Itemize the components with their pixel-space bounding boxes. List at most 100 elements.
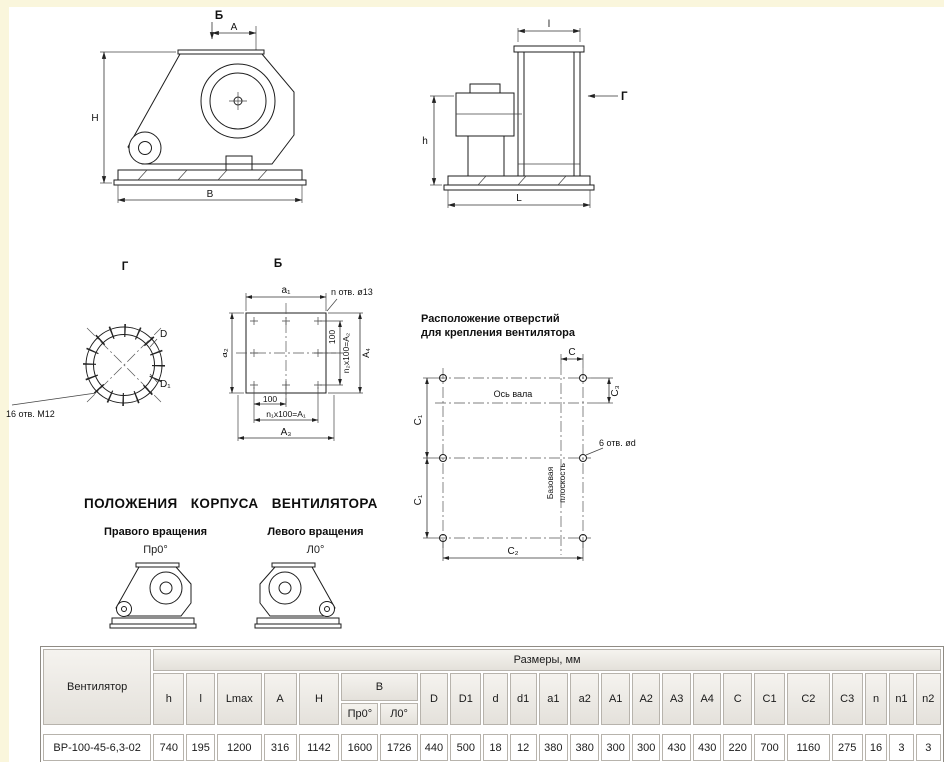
- col-header-d1cap: D1: [450, 673, 482, 725]
- col-header-n1: n1: [889, 673, 914, 725]
- col-header-v: В: [341, 673, 418, 701]
- col-header-d: D: [419, 673, 449, 725]
- value-d1small: 12: [509, 734, 537, 761]
- col-header-l: l: [186, 673, 215, 725]
- front-view-drawing: Б А Н В: [91, 10, 307, 203]
- table-spacer-row: [43, 727, 941, 732]
- value-n1: 3: [889, 734, 914, 761]
- value-n: 16: [864, 734, 888, 761]
- col-header-dsmall: d: [483, 673, 508, 725]
- col-header-n: n: [864, 673, 888, 725]
- dim-label-c1-lower: C₁: [413, 494, 424, 505]
- holes-note-d: 6 отв. ød: [599, 438, 636, 448]
- dim-label-v: В: [207, 189, 214, 200]
- base-plane-label-1: Базовая: [545, 466, 555, 499]
- mounting-holes-drawing: Расположение отверстий для крепления вен…: [413, 313, 636, 561]
- value-a1cap: 300: [601, 734, 630, 761]
- col-header-c3: C3: [831, 673, 863, 725]
- dim-label-n2x100: n₂x100=A₂: [341, 333, 351, 373]
- dim-label-h-small: h: [422, 136, 428, 147]
- col-header-a3cap: A3: [662, 673, 691, 725]
- dimensions-table: Вентилятор Размеры, мм h l Lmax A H В D …: [40, 646, 944, 762]
- mounting-holes-geometry: [423, 354, 613, 561]
- value-h: 740: [153, 734, 185, 761]
- dim-label-c: C: [568, 347, 575, 358]
- col-header-c1: C1: [753, 673, 786, 725]
- positions-right-label: Правого вращения: [103, 526, 208, 538]
- dim-label-a: А: [231, 22, 238, 33]
- positions-right-mark: Пр0°: [143, 544, 168, 556]
- front-view-geometry: [100, 22, 307, 203]
- col-header-a4cap: A4: [692, 673, 722, 725]
- view-label-b: Б: [274, 258, 282, 270]
- positions-title: ПОЛОЖЕНИЯ КОРПУСА ВЕНТИЛЯТОРА: [84, 496, 378, 511]
- dim-label-l-big: L: [516, 193, 522, 204]
- value-v-pr0: 1600: [341, 734, 379, 761]
- value-dsmall: 18: [483, 734, 508, 761]
- col-header-l0: Л0°: [380, 703, 418, 725]
- col-header-c: C: [723, 673, 752, 725]
- holes-title-line1: Расположение отверстий: [421, 313, 560, 325]
- col-header-d1small: d1: [509, 673, 537, 725]
- dim-label-n: Н: [91, 113, 98, 124]
- value-a: 316: [263, 734, 297, 761]
- base-plane-label-2: плоскость: [557, 463, 567, 503]
- col-header-a: A: [263, 673, 297, 725]
- value-d1cap: 500: [450, 734, 482, 761]
- col-header-pr0: Пр0°: [341, 703, 379, 725]
- value-l: 195: [186, 734, 215, 761]
- col-header-lmax: Lmax: [216, 673, 262, 725]
- value-d: 440: [419, 734, 449, 761]
- col-header-a2cap: A2: [631, 673, 661, 725]
- view-g-geometry: [11, 324, 165, 406]
- col-header-a1cap: A1: [601, 673, 630, 725]
- positions-left-mark: Л0°: [306, 544, 325, 556]
- value-c1: 700: [753, 734, 786, 761]
- table-header-fan: Вентилятор: [43, 649, 152, 725]
- dim-label-100-right: 100: [327, 330, 337, 344]
- view-g-flange-drawing: Г D D₁ 16 отв. М12: [6, 261, 171, 419]
- dim-label-a1: a₁: [282, 285, 292, 296]
- value-a2small: 380: [570, 734, 600, 761]
- holes-title-line2: для крепления вентилятора: [421, 327, 576, 339]
- value-a2cap: 300: [631, 734, 661, 761]
- value-a4cap: 430: [692, 734, 722, 761]
- value-lmax: 1200: [216, 734, 262, 761]
- fan-model-cell: ВР-100-45-6,3-02: [43, 734, 152, 761]
- value-c2: 1160: [787, 734, 830, 761]
- value-c3: 275: [831, 734, 863, 761]
- positions-left-label: Левого вращения: [267, 526, 364, 538]
- col-header-a1small: a1: [538, 673, 569, 725]
- dim-label-d1: D₁: [160, 379, 171, 390]
- col-header-a2small: a2: [570, 673, 600, 725]
- view-b-flange-drawing: Б a₁ n отв. ø13 a₂ 100 n₂x100=A₂ A₄ 100 …: [223, 258, 373, 441]
- dim-label-a4: A₄: [361, 348, 371, 358]
- bolt-ticks: [83, 324, 165, 406]
- dim-label-100-bottom: 100: [263, 394, 277, 404]
- dim-label-c2: C₂: [507, 546, 518, 557]
- page-edge-top: [0, 0, 944, 7]
- col-header-n2: n2: [915, 673, 941, 725]
- value-n2: 3: [915, 734, 941, 761]
- view-mark-g: Г: [621, 91, 628, 103]
- dimensions-table-wrap: Вентилятор Размеры, мм h l Lmax A H В D …: [40, 646, 944, 762]
- col-header-h: h: [153, 673, 185, 725]
- dim-label-a3: А₃: [281, 427, 292, 438]
- view-label-g: Г: [122, 261, 129, 273]
- value-v-l0: 1726: [380, 734, 418, 761]
- section-mark-b: Б: [215, 10, 223, 22]
- dim-label-d: D: [160, 329, 167, 340]
- dim-label-c3: C₃: [610, 385, 621, 396]
- col-header-c2: C2: [787, 673, 830, 725]
- fan-position-right-drawing: [109, 562, 197, 629]
- fan-icon: [109, 562, 197, 629]
- side-view-drawing: l Г h L: [422, 19, 628, 208]
- shaft-axis-label: Ось вала: [494, 389, 533, 399]
- table-header-sizes: Размеры, мм: [153, 649, 941, 671]
- value-hcap: 1142: [298, 734, 340, 761]
- view-b-geometry: [229, 293, 363, 441]
- value-a3cap: 430: [662, 734, 691, 761]
- dim-label-l-small: l: [548, 19, 550, 30]
- dim-label-a2: a₂: [223, 348, 230, 358]
